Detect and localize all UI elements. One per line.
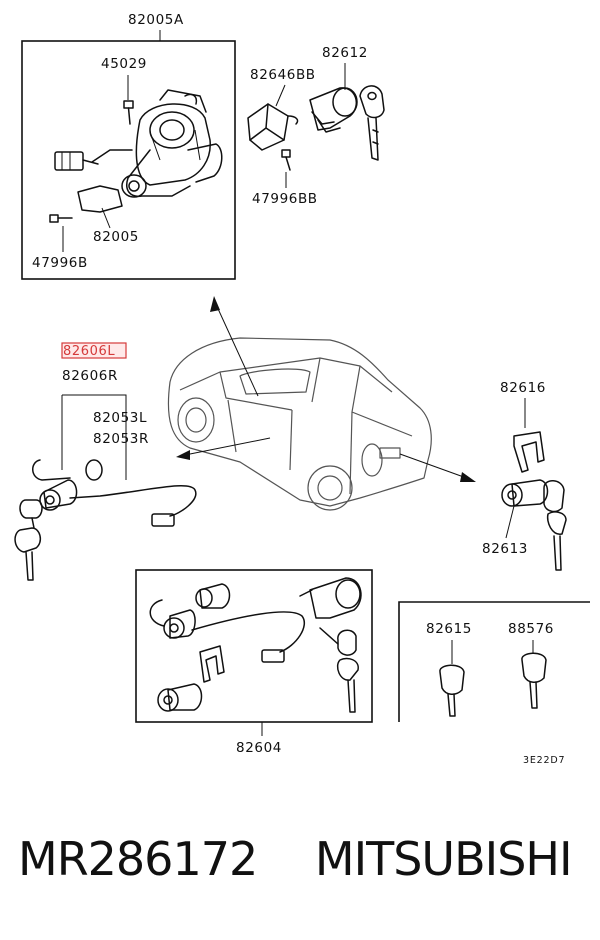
label-82606r: 82606R [62, 368, 118, 384]
brand-name: MITSUBISHI [314, 832, 573, 886]
kit-box-82604 [135, 569, 373, 723]
cylinder-82612 [309, 87, 358, 133]
label-82615: 82615 [426, 621, 472, 637]
screw-47996b [49, 214, 73, 223]
car-outline [167, 337, 432, 511]
kit-82604-ignition-cylinder [299, 577, 362, 619]
leader-82005 [101, 207, 111, 229]
kit-82604-bracket [199, 645, 225, 683]
label-82053l: 82053L [93, 410, 147, 426]
label-88576: 88576 [508, 621, 554, 637]
key-82612 [359, 85, 385, 161]
kit-82604-tailgate-cylinder [157, 683, 203, 712]
key-82606-a [19, 499, 43, 529]
label-82005: 82005 [93, 229, 139, 245]
bracket-82606 [62, 394, 127, 480]
kit-82604-door-cylinder [149, 599, 305, 663]
key-82606-b [14, 527, 42, 581]
footer-caption: MR286172 MITSUBISHI [18, 832, 598, 886]
screw-45029 [123, 100, 134, 125]
bracket-82616 [513, 431, 545, 473]
part-number: MR286172 [18, 832, 258, 886]
screw-47996bb [281, 149, 291, 171]
keys-panel-frame [398, 601, 590, 722]
kit-82604-key-b [336, 657, 359, 713]
label-47996bb: 47996BB [252, 191, 318, 207]
arrow-right-to-tailgate [399, 453, 476, 482]
arrow-left-to-door-cylinder [176, 437, 271, 460]
arrow-up-to-kit [210, 296, 259, 397]
label-82646bb: 82646BB [250, 67, 316, 83]
label-47996b: 47996B [32, 255, 88, 271]
highlight-82606l [61, 342, 127, 359]
label-45029: 45029 [101, 56, 147, 72]
leader-82646bb [275, 84, 286, 107]
label-82604: 82604 [236, 740, 282, 756]
label-82005a: 82005A [128, 12, 184, 28]
kit-82604-key-a [319, 627, 357, 656]
tailgate-cylinder-82613 [501, 479, 549, 507]
label-82613: 82613 [482, 541, 528, 557]
leader-82613 [505, 505, 515, 539]
diagram-code: 3E22D7 [523, 755, 565, 766]
kit-82604-small-cylinder [195, 583, 231, 609]
key-82615 [439, 664, 465, 717]
label-82612: 82612 [322, 45, 368, 61]
door-cylinder-82606 [32, 459, 197, 527]
label-82606l: 82606L [63, 344, 115, 359]
kit-box-82005a [21, 40, 236, 280]
key-82613 [543, 480, 567, 571]
key-88576 [521, 652, 547, 709]
switch-82646bb [247, 103, 299, 151]
label-82053r: 82053R [93, 431, 149, 447]
ignition-switch-assembly [54, 89, 223, 213]
label-82616: 82616 [500, 380, 546, 396]
